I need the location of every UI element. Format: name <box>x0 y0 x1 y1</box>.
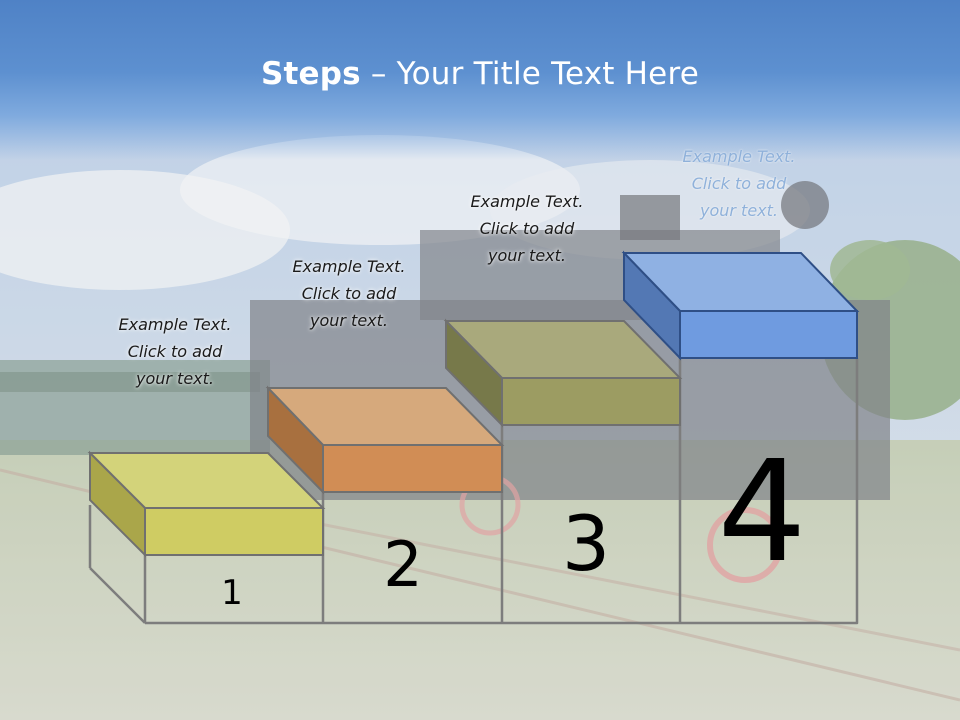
step-1-caption[interactable]: Example Text. Click to add your text. <box>90 311 260 392</box>
step-4-caption-line-3: your text. <box>699 201 778 220</box>
step-2-caption[interactable]: Example Text. Click to add your text. <box>264 253 434 334</box>
step-2-front <box>322 444 503 493</box>
step-3-caption-line-2: Click to add <box>479 219 575 238</box>
step-number-2: 2 <box>383 528 422 601</box>
step-3-caption[interactable]: Example Text. Click to add your text. <box>442 188 612 269</box>
step-1-caption-line-2: Click to add <box>127 342 223 361</box>
title-bold: Steps <box>260 56 361 92</box>
step-3-caption-line-3: your text. <box>487 246 566 265</box>
step-1-front <box>144 507 324 556</box>
step-number-4: 4 <box>717 431 806 594</box>
step-number-3: 3 <box>562 499 610 588</box>
step-block-3[interactable] <box>443 318 683 428</box>
step-2-caption-line-1: Example Text. <box>292 257 406 276</box>
slide-title[interactable]: Steps – Your Title Text Here <box>0 56 960 92</box>
title-band <box>0 0 960 160</box>
step-number-1: 1 <box>221 573 243 613</box>
step-4-front <box>679 310 858 359</box>
step-block-2[interactable] <box>265 385 505 495</box>
title-rest: – Your Title Text Here <box>360 56 699 92</box>
step-2-caption-line-3: your text. <box>309 311 388 330</box>
step-1-caption-line-1: Example Text. <box>118 315 232 334</box>
step-block-1[interactable] <box>87 450 326 558</box>
step-1-caption-line-3: your text. <box>135 369 214 388</box>
step-2-caption-line-2: Click to add <box>301 284 397 303</box>
step-4-caption-line-1: Example Text. <box>682 147 796 166</box>
step-4-caption-line-2: Click to add <box>691 174 787 193</box>
step-block-4[interactable] <box>621 250 860 361</box>
step-3-caption-line-1: Example Text. <box>470 192 584 211</box>
step-3-front <box>501 377 681 426</box>
step-4-caption[interactable]: Example Text. Click to add your text. <box>654 143 824 224</box>
